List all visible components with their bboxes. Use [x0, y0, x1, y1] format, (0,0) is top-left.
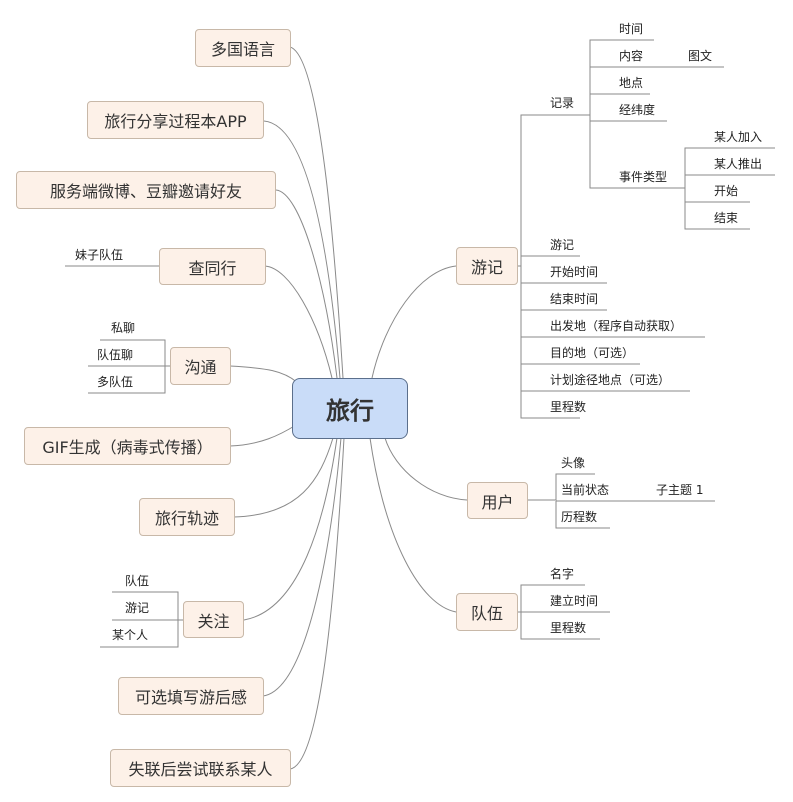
- leaf-follow-team[interactable]: 队伍: [125, 574, 150, 588]
- leaf-team-chat[interactable]: 队伍聊: [97, 348, 134, 362]
- leaf-destination[interactable]: 目的地（可选）: [550, 346, 635, 360]
- leaf-current-status[interactable]: 当前状态: [561, 483, 610, 497]
- leaf-name[interactable]: 名字: [550, 567, 575, 581]
- leaf-created-time[interactable]: 建立时间: [550, 594, 599, 608]
- leaf-start-time[interactable]: 开始时间: [550, 265, 599, 279]
- topic-team[interactable]: 队伍: [456, 593, 518, 631]
- leaf-history-mileage[interactable]: 历程数: [561, 510, 598, 524]
- leaf-multi-team[interactable]: 多队伍: [97, 375, 134, 389]
- leaf-waypoints[interactable]: 计划途径地点（可选）: [550, 373, 671, 387]
- topic-follow[interactable]: 关注: [183, 601, 244, 638]
- leaf-subtopic-1[interactable]: 子主题 1: [656, 483, 704, 497]
- topic-travelogue[interactable]: 游记: [456, 247, 518, 285]
- topic-gif[interactable]: GIF生成（病毒式传播）: [24, 427, 231, 465]
- leaf-event-type[interactable]: 事件类型: [619, 170, 668, 184]
- root-node[interactable]: 旅行: [292, 378, 408, 439]
- leaf-end-time[interactable]: 结束时间: [550, 292, 599, 306]
- topic-share-app[interactable]: 旅行分享过程本APP: [87, 101, 264, 139]
- leaf-someone-join[interactable]: 某人加入: [714, 130, 763, 144]
- leaf-travelogue[interactable]: 游记: [550, 238, 575, 252]
- leaf-someone-leave[interactable]: 某人推出: [714, 157, 763, 171]
- topic-review[interactable]: 可选填写游后感: [118, 677, 264, 715]
- leaf-end[interactable]: 结束: [714, 211, 739, 225]
- leaf-follow-travelogue[interactable]: 游记: [125, 601, 150, 615]
- leaf-record[interactable]: 记录: [550, 96, 575, 110]
- topic-languages[interactable]: 多国语言: [195, 29, 291, 67]
- topic-find-companion[interactable]: 查同行: [159, 248, 266, 285]
- leaf-follow-person[interactable]: 某个人: [112, 628, 149, 642]
- leaf-team-mileage[interactable]: 里程数: [550, 621, 587, 635]
- leaf-private-chat[interactable]: 私聊: [111, 321, 136, 335]
- topic-lost-contact[interactable]: 失联后尝试联系某人: [110, 749, 291, 787]
- leaf-girl-team[interactable]: 妹子队伍: [75, 248, 124, 262]
- topic-user[interactable]: 用户: [467, 482, 528, 519]
- leaf-image-text[interactable]: 图文: [688, 49, 713, 63]
- topic-invite-friends[interactable]: 服务端微博、豆瓣邀请好友: [16, 171, 276, 209]
- leaf-mileage[interactable]: 里程数: [550, 400, 587, 414]
- leaf-avatar[interactable]: 头像: [561, 456, 586, 470]
- leaf-time[interactable]: 时间: [619, 22, 644, 36]
- leaf-start[interactable]: 开始: [714, 184, 739, 198]
- leaf-departure[interactable]: 出发地（程序自动获取）: [550, 319, 683, 333]
- topic-communicate[interactable]: 沟通: [170, 347, 231, 385]
- leaf-content[interactable]: 内容: [619, 49, 644, 63]
- leaf-latlng[interactable]: 经纬度: [619, 103, 656, 117]
- leaf-place[interactable]: 地点: [619, 76, 644, 90]
- topic-track[interactable]: 旅行轨迹: [139, 498, 235, 536]
